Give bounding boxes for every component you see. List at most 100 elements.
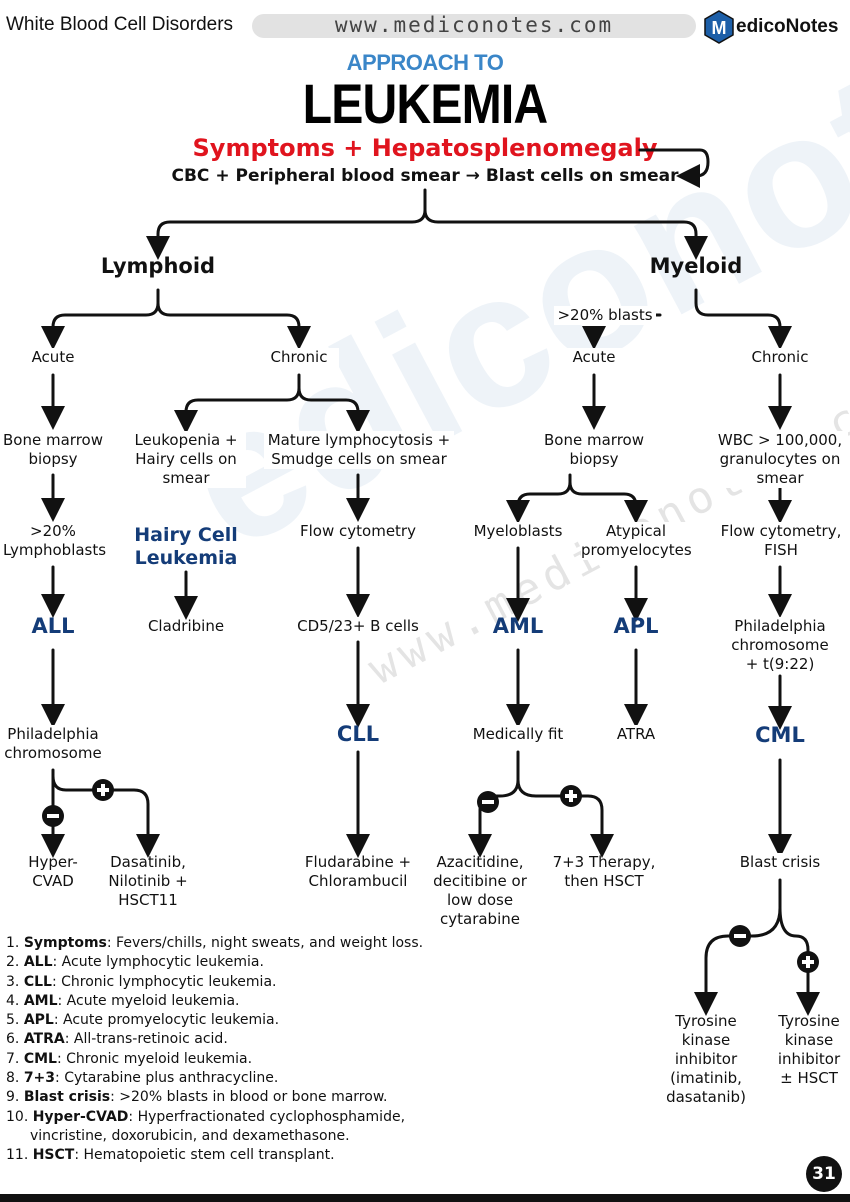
site-url[interactable]: www.mediconotes.com: [334, 13, 614, 37]
legend-item: 10. Hyper-CVAD: Hyperfractionated cyclop…: [6, 1108, 436, 1127]
cd5-23-b-cells: CD5/23+ B cells: [293, 617, 423, 636]
abbreviation-legend: 1. Symptoms: Fevers/chills, night sweats…: [6, 934, 436, 1166]
plus-badge-7plus3: [560, 785, 582, 807]
legend-definition: : >20% blasts in blood or bone marrow.: [110, 1089, 388, 1106]
symptoms-heading: Symptoms + Hepatosplenomegaly: [192, 134, 658, 162]
legend-definition: : Chronic myeloid leukemia.: [56, 1050, 253, 1067]
legend-item: 1. Symptoms: Fevers/chills, night sweats…: [6, 934, 436, 953]
atypical-promyelocytes: Atypical promyelocytes: [581, 522, 692, 560]
myeloid-label: Myeloid: [649, 254, 743, 278]
legend-item: vincristine, doxorubicin, and dexamethas…: [6, 1127, 436, 1146]
tx-atra: ATRA: [606, 725, 666, 744]
tx-hypercvad: Hyper-CVAD: [28, 853, 78, 890]
legend-number: 7.: [6, 1050, 20, 1067]
legend-definition: : Fevers/chills, night sweats, and weigh…: [106, 935, 424, 951]
footer-bar: [0, 1194, 850, 1202]
legend-number: 1.: [6, 935, 20, 951]
mediconotes-logo-icon: M: [704, 10, 734, 44]
legend-item: 8. 7+3: Cytarabine plus anthracycline.: [6, 1069, 436, 1088]
legend-number: 5.: [6, 1012, 20, 1029]
blast-crisis: Blast crisis: [730, 853, 830, 872]
topic-label: White Blood Cell Disorders: [6, 14, 234, 35]
dx-cll: CLL: [336, 722, 380, 746]
legend-term: Blast crisis: [23, 1089, 111, 1106]
brand-name: edicoNotes: [736, 16, 838, 38]
legend-term: Hyper-CVAD: [32, 1108, 129, 1125]
wbc-over-100000: WBC > 100,000, granulocytes on smear: [712, 431, 848, 488]
tx-fludarabine: Fludarabine + Chlorambucil: [304, 853, 412, 890]
legend-term: ALL: [23, 954, 53, 971]
minus-badge-tki1: [729, 925, 751, 947]
plus-badge-dasatinib: [92, 779, 114, 801]
url-bar: [252, 14, 696, 38]
tx-tki-hsct: Tyrosine kinase inhibitor ± HSCT: [777, 1012, 841, 1087]
legend-term: AML: [23, 992, 58, 1009]
tx-azacitidine: Azacitidine, decitibine or low dose cyta…: [433, 853, 527, 928]
legend-number: 2.: [6, 954, 20, 971]
plus-badge-tki2: [797, 951, 819, 973]
lymphoid-bone-marrow-biopsy: Bone marrow biopsy: [3, 431, 103, 469]
tx-7plus3: 7+3 Therapy, then HSCT: [552, 853, 656, 890]
dx-aml: AML: [492, 614, 544, 638]
legend-term: CLL: [23, 973, 52, 990]
dx-cml: CML: [755, 723, 805, 747]
tx-dasatinib: Dasatinib, Nilotinib + HSCT11: [108, 853, 188, 909]
philadelphia-t922: Philadelphia chromosome + t(9:22): [730, 617, 830, 674]
legend-item: 9. Blast crisis: >20% blasts in blood or…: [6, 1088, 436, 1107]
legend-item: 11. HSCT: Hematopoietic stem cell transp…: [6, 1146, 436, 1165]
legend-definition: : Acute myeloid leukemia.: [57, 992, 240, 1009]
tx-cladribine: Cladribine: [147, 617, 225, 635]
legend-term: Symptoms: [23, 935, 107, 951]
blasts-over-20: >20% blasts: [554, 306, 656, 325]
legend-definition: : Cytarabine plus anthracycline.: [55, 1070, 279, 1087]
lymphoblasts: >20% Lymphoblasts: [3, 522, 107, 560]
legend-number: 3.: [6, 973, 20, 990]
dx-apl: APL: [613, 614, 659, 638]
dx-all: ALL: [31, 614, 75, 638]
minus-badge-azacitidine: [477, 791, 499, 813]
myeloid-chronic: Chronic: [740, 348, 820, 367]
legend-number: 10.: [6, 1108, 29, 1125]
legend-definition: : Hyperfractionated cyclophosphamide,: [128, 1108, 406, 1125]
lymphoid-chronic: Chronic: [259, 348, 339, 367]
legend-number: 6.: [6, 1031, 20, 1048]
legend-definition: vincristine, doxorubicin, and dexamethas…: [30, 1127, 350, 1144]
workup-heading: CBC + Peripheral blood smear → Blast cel…: [171, 166, 679, 186]
myeloid-acute: Acute: [554, 348, 634, 367]
legend-item: 5. APL: Acute promyelocytic leukemia.: [6, 1011, 436, 1030]
legend-term: CML: [23, 1050, 57, 1067]
legend-item: 6. ATRA: All-trans-retinoic acid.: [6, 1030, 436, 1049]
medically-fit: Medically fit: [463, 725, 573, 744]
legend-definition: : Acute promyelocytic leukemia.: [53, 1012, 280, 1029]
leukopenia-hairy-cells: Leukopenia + Hairy cells on smear: [126, 431, 246, 488]
legend-item: 2. ALL: Acute lymphocytic leukemia.: [6, 953, 436, 972]
tx-tki-imatinib: Tyrosine kinase inhibitor (imatinib, das…: [666, 1012, 746, 1106]
legend-number: 11.: [6, 1147, 29, 1164]
page-number: 31: [806, 1156, 842, 1192]
legend-term: HSCT: [32, 1147, 75, 1164]
legend-number: 9.: [6, 1089, 20, 1106]
mature-lymphocytosis: Mature lymphocytosis + Smudge cells on s…: [264, 431, 454, 469]
myeloid-flow-fish: Flow cytometry, FISH: [718, 522, 844, 560]
legend-definition: : All-trans-retinoic acid.: [64, 1031, 228, 1048]
brand-text: edicoNotes: [736, 16, 839, 37]
minus-badge-hypercvad: [42, 805, 64, 827]
legend-definition: : Chronic lymphocytic leukemia.: [51, 973, 277, 990]
legend-definition: : Hematopoietic stem cell transplant.: [74, 1147, 335, 1164]
logo-letter: M: [712, 18, 727, 38]
title-approach: APPROACH TO: [346, 50, 504, 75]
lymphoid-acute: Acute: [13, 348, 93, 367]
legend-item: 4. AML: Acute myeloid leukemia.: [6, 992, 436, 1011]
title-leukemia: LEUKEMIA: [302, 72, 548, 135]
lymphoid-philadelphia: Philadelphia chromosome: [3, 725, 103, 763]
myeloblasts: Myeloblasts: [468, 522, 568, 541]
dx-hairy-cell-leukemia: Hairy Cell Leukemia: [134, 524, 238, 569]
lymphoid-flow-cytometry: Flow cytometry: [298, 522, 418, 541]
legend-term: APL: [23, 1012, 54, 1029]
legend-item: 3. CLL: Chronic lymphocytic leukemia.: [6, 973, 436, 992]
legend-number: 8.: [6, 1070, 20, 1087]
myeloid-bone-marrow-biopsy: Bone marrow biopsy: [539, 431, 649, 469]
legend-item: 7. CML: Chronic myeloid leukemia.: [6, 1050, 436, 1069]
lymphoid-label: Lymphoid: [100, 254, 216, 278]
